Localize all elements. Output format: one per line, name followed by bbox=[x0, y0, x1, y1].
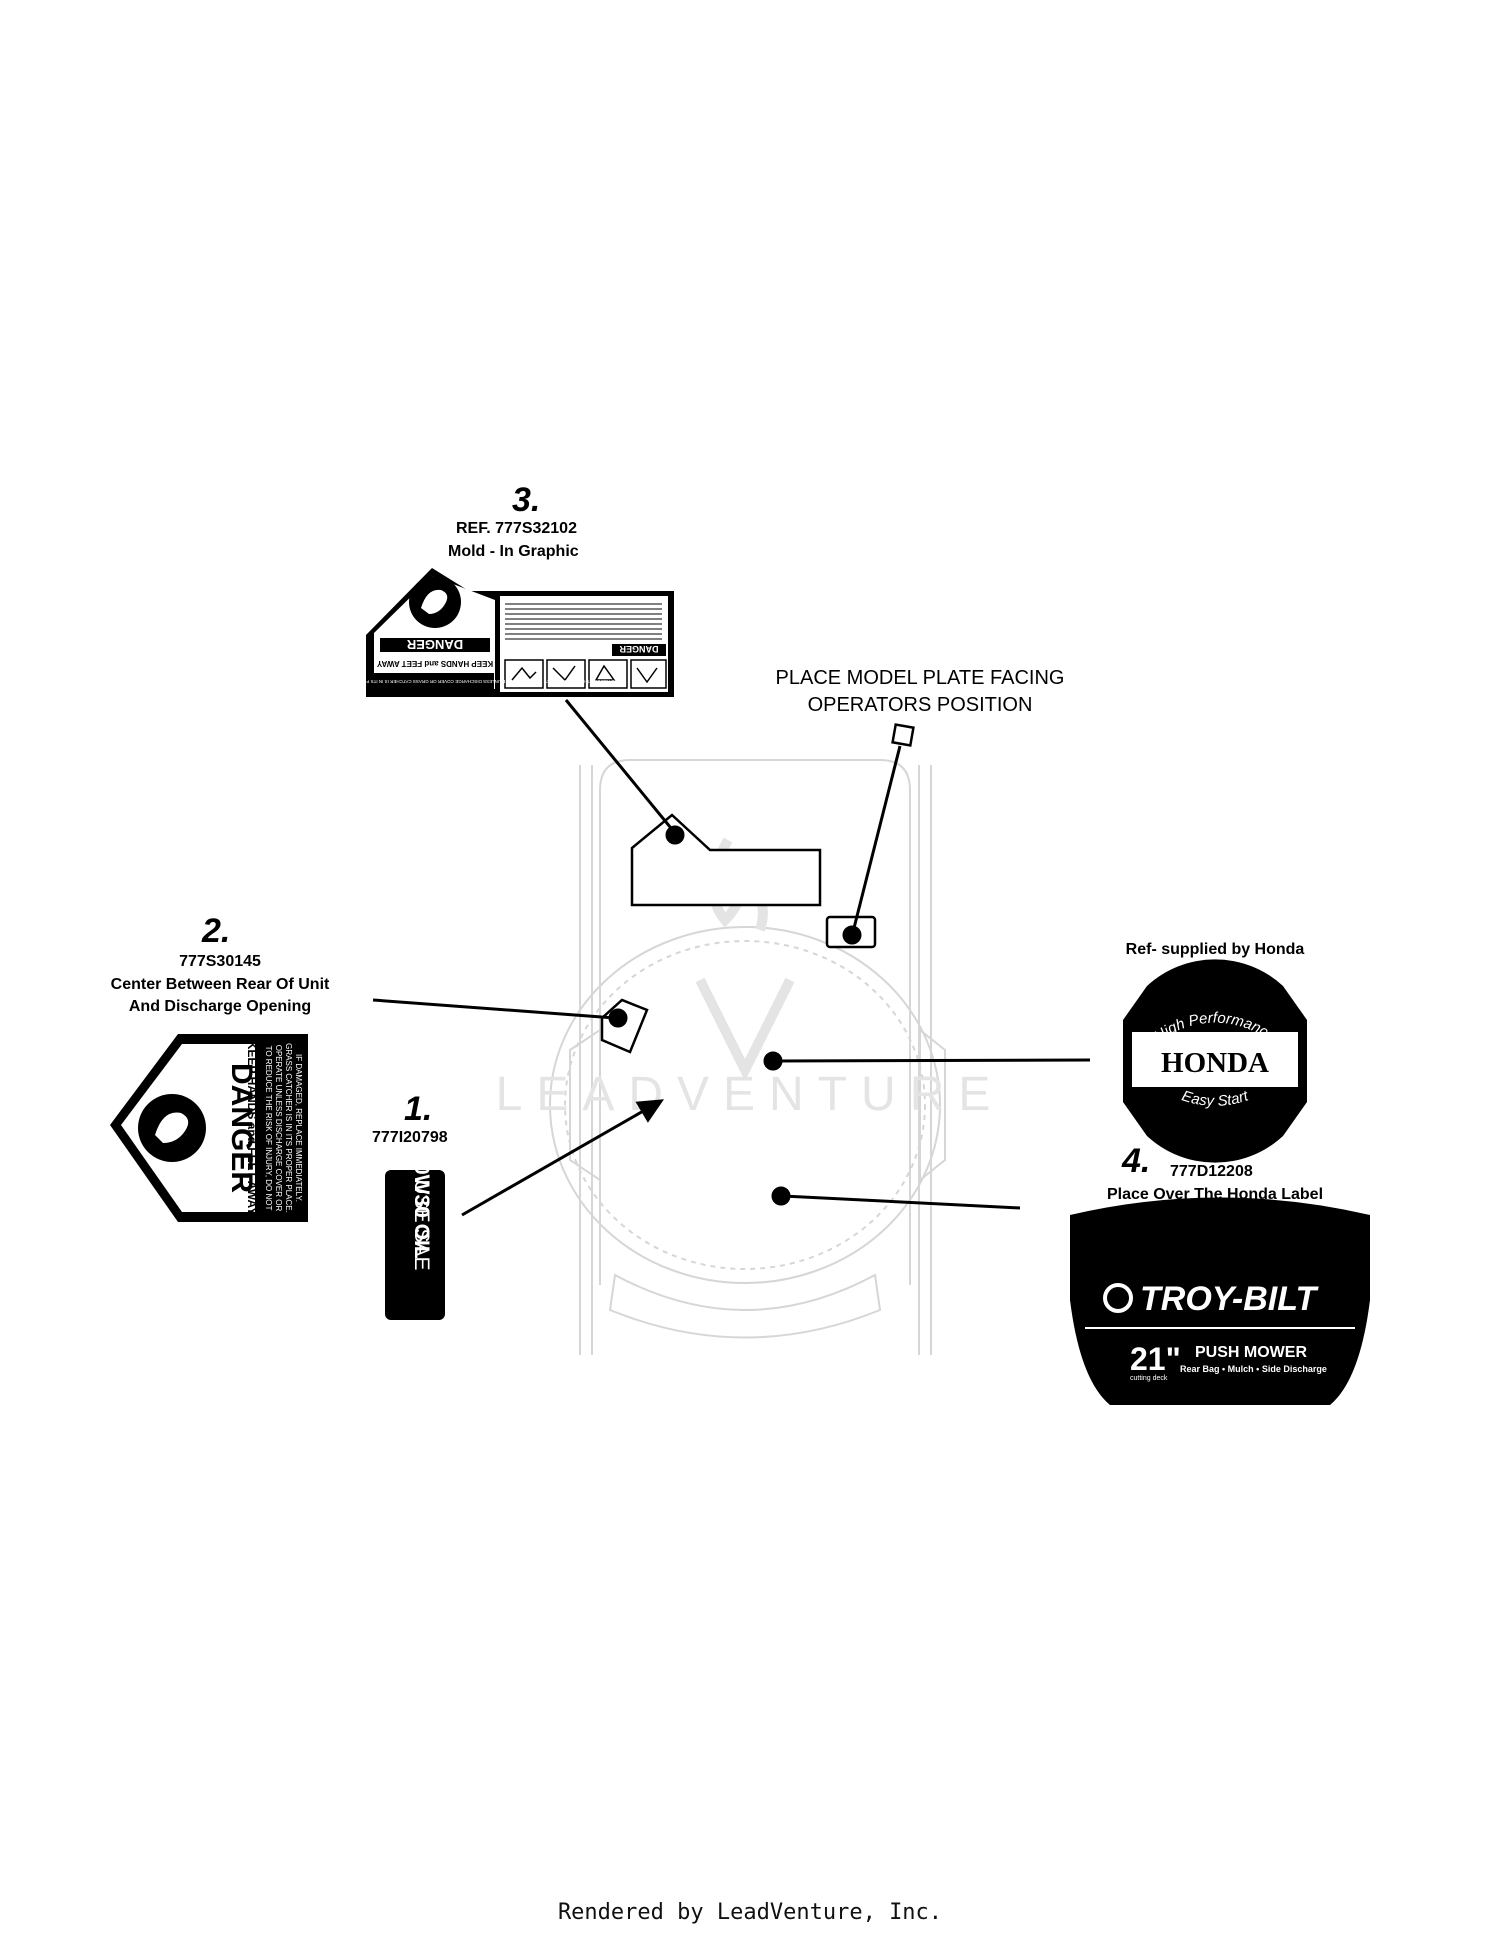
callout-3-ref: REF. 777S32102 bbox=[456, 520, 577, 537]
decal-3-danger-label: DANGER KEEP HANDS and FEET AWAY DANGER T… bbox=[249, 568, 674, 697]
model-plate-note-line-2: OPERATORS POSITION bbox=[807, 694, 1033, 716]
callout-4-part: 777D12208 bbox=[1170, 1163, 1253, 1180]
troybilt-size-sub: cutting deck bbox=[1130, 1375, 1168, 1382]
decal-2-danger-subtitle: KEEP HANDS and FEET AWAY bbox=[245, 1041, 259, 1215]
callout-4-number: 4. bbox=[1122, 1142, 1151, 1180]
decal-3-panel-head: DANGER bbox=[619, 644, 659, 654]
callout-3-number: 3. bbox=[512, 481, 541, 519]
honda-decal: HONDA High Performance Easy Start bbox=[1123, 959, 1307, 1163]
callout-2-number: 2. bbox=[202, 912, 231, 950]
decal-2-warning-line-4: IF DAMAGED, REPLACE IMMEDIATELY. bbox=[294, 1054, 303, 1202]
honda-bottom-arc-text: Easy Start bbox=[1180, 1087, 1251, 1110]
decal-2-warning-line-2: OPERATE UNLESS DISCHARGE COVER OR bbox=[274, 1045, 283, 1212]
troybilt-brand: TROY-BILT bbox=[1140, 1280, 1319, 1318]
decal-1-oil-label: USE SAE 10W30 OIL bbox=[385, 1151, 445, 1320]
troybilt-features: Rear Bag • Mulch • Side Discharge bbox=[1180, 1364, 1327, 1374]
troybilt-size: 21" bbox=[1130, 1341, 1181, 1377]
decal-1-oil-line-1: USE SAE bbox=[410, 1179, 433, 1270]
decal-2-danger-label: DANGER KEEP HANDS and FEET AWAY TO REDUC… bbox=[110, 1034, 308, 1222]
decal-3-danger-subtitle: KEEP HANDS and FEET AWAY bbox=[376, 659, 493, 668]
decal-2-warning-line-1: TO REDUCE THE RISK OF INJURY, DO NOT bbox=[264, 1046, 273, 1211]
callout-2-part: 777S30145 bbox=[179, 953, 261, 970]
callout-1-part: 777I20798 bbox=[372, 1129, 448, 1146]
decal-3-danger-word: DANGER bbox=[406, 637, 463, 652]
callout-1-number: 1. bbox=[404, 1090, 433, 1128]
callout-2-note-line-1: Center Between Rear Of Unit bbox=[110, 976, 330, 993]
callout-3-note: Mold - In Graphic bbox=[448, 543, 579, 560]
model-plate-note-line-1: PLACE MODEL PLATE FACING bbox=[775, 667, 1065, 689]
callout-4-note: Place Over The Honda Label bbox=[1106, 1186, 1324, 1203]
decal-3-warning-text: TO REDUCE THE RISK OF INJURY, DO NOT OPE… bbox=[249, 679, 618, 684]
callout-2-note-line-2: And Discharge Opening bbox=[128, 998, 312, 1015]
decal-2-warning-line-3: GRASS CATCHER IS IN ITS PROPER PLACE. bbox=[284, 1043, 293, 1213]
mower-outline bbox=[549, 759, 946, 1355]
honda-brand: HONDA bbox=[1161, 1047, 1269, 1079]
honda-ref-note: Ref- supplied by Honda bbox=[1125, 941, 1305, 958]
decal-1-oil-line-2: 10W30 OIL bbox=[410, 1151, 433, 1259]
troybilt-decal: TROY-BILT 21" cutting deck PUSH MOWER Re… bbox=[1070, 1197, 1370, 1405]
leader-lines bbox=[372, 699, 1091, 1217]
decal-2-danger-word: DANGER bbox=[225, 1063, 258, 1193]
decal-2-placement-outline bbox=[600, 998, 649, 1054]
footer-credit: Rendered by LeadVenture, Inc. bbox=[557, 1900, 943, 1925]
watermark-text: LEADVENTURE bbox=[496, 1068, 1005, 1121]
troybilt-product: PUSH MOWER bbox=[1195, 1344, 1307, 1361]
decal-3-placement-outline bbox=[630, 813, 822, 907]
